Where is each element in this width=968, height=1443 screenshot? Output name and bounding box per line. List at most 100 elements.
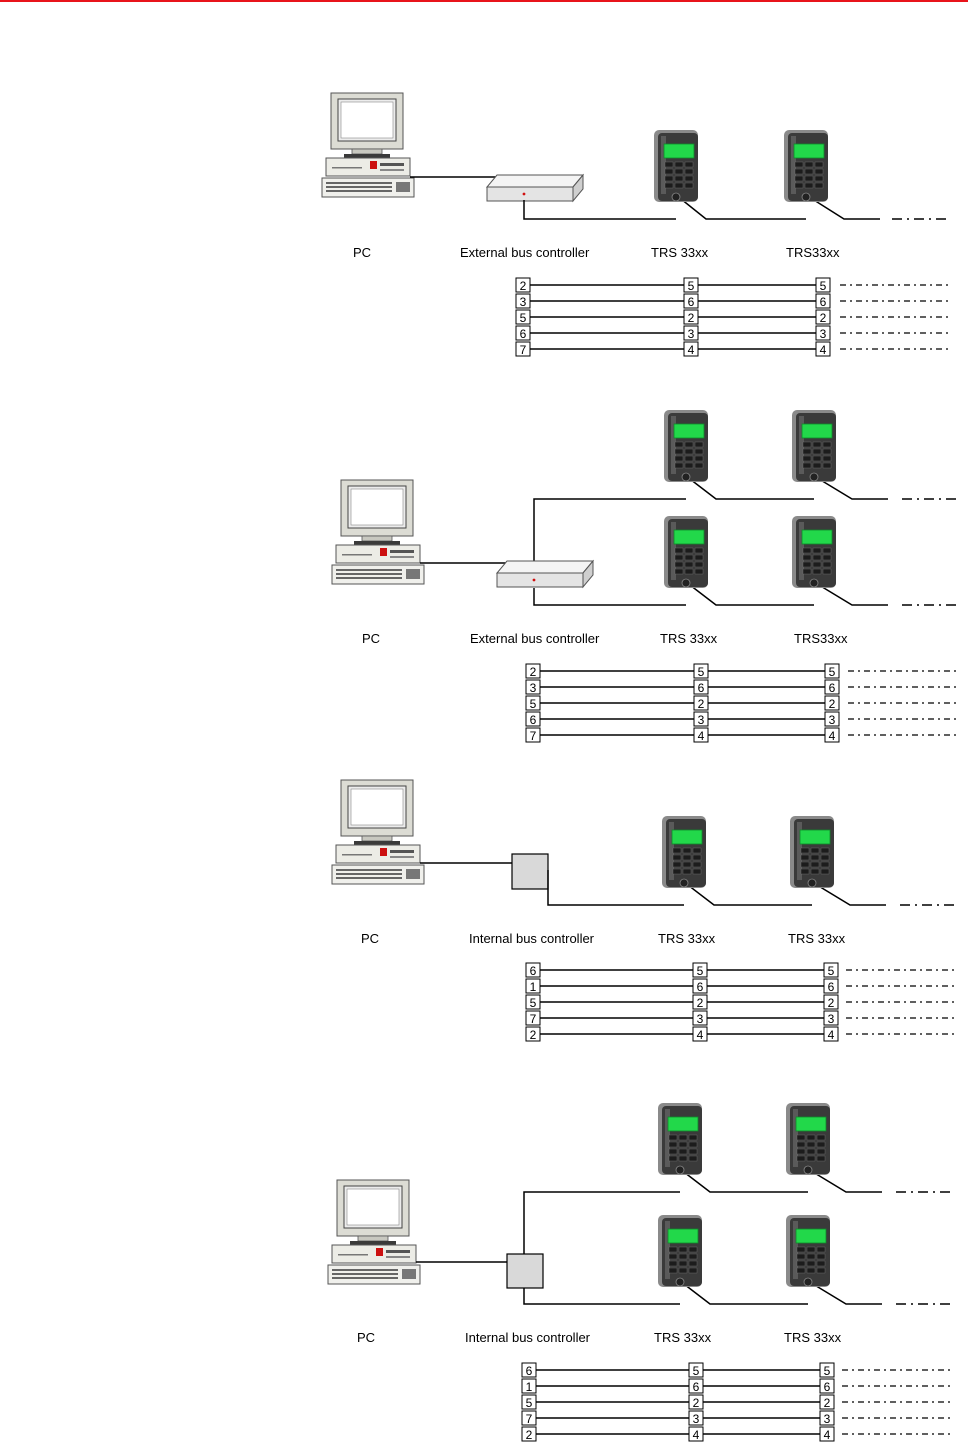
pin-number: 2	[530, 665, 537, 679]
card-reader-terminal-icon	[790, 816, 834, 888]
bus-controller-module-icon	[507, 1254, 543, 1288]
pin-number: 2	[693, 1396, 700, 1410]
pin-number: 5	[530, 996, 537, 1010]
pin-number: 5	[697, 964, 704, 978]
card-reader-terminal-icon	[792, 410, 836, 482]
pin-number: 3	[530, 681, 537, 695]
bus-line	[524, 1192, 680, 1254]
reader-label: TRS 33xx	[660, 631, 718, 646]
pin-number: 4	[698, 729, 705, 743]
bus-controller-module-icon	[512, 854, 548, 889]
pin-number: 7	[520, 343, 527, 357]
bus-line	[534, 499, 686, 562]
pin-number: 4	[820, 343, 827, 357]
pin-number: 3	[820, 327, 827, 341]
controller-label: Internal bus controller	[469, 931, 595, 946]
pin-number: 7	[526, 1412, 533, 1426]
card-reader-terminal-icon	[658, 1215, 702, 1287]
bus-line	[534, 588, 686, 605]
diagram-external-single-bus: PC External bus controller TRS 33xx TRS3…	[322, 93, 950, 357]
card-reader-terminal-icon	[658, 1103, 702, 1175]
card-reader-terminal-icon	[654, 130, 698, 202]
pin-number: 2	[828, 996, 835, 1010]
reader-label: TRS 33xx	[784, 1330, 842, 1345]
computer-icon	[322, 93, 414, 197]
pin-number: 2	[698, 697, 705, 711]
pin-number: 3	[828, 1012, 835, 1026]
pin-number: 5	[693, 1364, 700, 1378]
pin-wiring-table: 6 1 5 7 2 5 6 2 3 4 5 6 2 3 4	[522, 1363, 954, 1442]
bus-line	[524, 200, 676, 219]
pin-number: 4	[693, 1428, 700, 1442]
controller-label: External bus controller	[470, 631, 600, 646]
card-reader-terminal-icon	[664, 410, 708, 482]
pin-number: 5	[520, 311, 527, 325]
pin-number: 6	[697, 980, 704, 994]
pin-number: 2	[829, 697, 836, 711]
pin-number: 5	[526, 1396, 533, 1410]
reader-label: TRS 33xx	[651, 245, 709, 260]
computer-icon	[332, 780, 424, 884]
pin-number: 5	[824, 1364, 831, 1378]
pin-number: 2	[526, 1428, 533, 1442]
pin-number: 6	[530, 713, 537, 727]
pin-number: 2	[530, 1028, 537, 1042]
pin-number: 6	[820, 295, 827, 309]
card-reader-terminal-icon	[664, 516, 708, 588]
pin-number: 6	[828, 980, 835, 994]
pin-number: 5	[828, 964, 835, 978]
pin-number: 3	[698, 713, 705, 727]
card-reader-terminal-icon	[786, 1103, 830, 1175]
pin-number: 5	[820, 279, 827, 293]
pin-number: 4	[697, 1028, 704, 1042]
controller-label: Internal bus controller	[465, 1330, 591, 1345]
card-reader-terminal-icon	[662, 816, 706, 888]
pin-number: 1	[526, 1380, 533, 1394]
pin-number: 7	[530, 729, 537, 743]
bus-controller-box-icon	[497, 561, 593, 587]
pin-number: 6	[530, 964, 537, 978]
pin-number: 6	[520, 327, 527, 341]
diagram-internal-double-bus: PC Internal bus controller TRS 33xx TRS …	[328, 1103, 954, 1442]
pin-number: 4	[829, 729, 836, 743]
pin-number: 5	[688, 279, 695, 293]
pin-number: 1	[530, 980, 537, 994]
pin-number: 2	[820, 311, 827, 325]
computer-icon	[328, 1180, 420, 1284]
reader-label: TRS33xx	[786, 245, 840, 260]
reader-label: TRS 33xx	[788, 931, 846, 946]
pin-number: 2	[520, 279, 527, 293]
reader-label: TRS 33xx	[654, 1330, 712, 1345]
pin-number: 6	[698, 681, 705, 695]
pin-number: 4	[824, 1428, 831, 1442]
diagram-external-double-bus: PC External bus controller TRS 33xx TRS3…	[332, 410, 958, 743]
pin-number: 6	[526, 1364, 533, 1378]
pin-number: 3	[824, 1412, 831, 1426]
pc-label: PC	[353, 245, 371, 260]
pc-label: PC	[357, 1330, 375, 1345]
pin-number: 3	[697, 1012, 704, 1026]
pin-wiring-table: 2 3 5 6 7 5 6 2 3 4 5 6 2 3 4	[516, 278, 948, 357]
pc-label: PC	[361, 931, 379, 946]
pin-wiring-table: 6 1 5 7 2 5 6 2 3 4 5 6 2 3 4	[526, 963, 958, 1042]
pin-number: 3	[693, 1412, 700, 1426]
controller-label: External bus controller	[460, 245, 590, 260]
diagram-internal-single-bus: PC Internal bus controller TRS 33xx TRS …	[332, 780, 958, 1042]
pin-number: 2	[688, 311, 695, 325]
pin-number: 3	[520, 295, 527, 309]
pin-number: 4	[688, 343, 695, 357]
pin-number: 7	[530, 1012, 537, 1026]
pin-wiring-table: 2 3 5 6 7 5 6 2 3 4 5 6 2 3 4	[526, 664, 958, 743]
pin-number: 2	[824, 1396, 831, 1410]
pin-number: 5	[698, 665, 705, 679]
reader-label: TRS33xx	[794, 631, 848, 646]
pin-number: 6	[829, 681, 836, 695]
pin-number: 5	[530, 697, 537, 711]
card-reader-terminal-icon	[784, 130, 828, 202]
pin-number: 3	[688, 327, 695, 341]
pc-label: PC	[362, 631, 380, 646]
pin-number: 5	[829, 665, 836, 679]
reader-label: TRS 33xx	[658, 931, 716, 946]
bus-line	[524, 1288, 680, 1304]
